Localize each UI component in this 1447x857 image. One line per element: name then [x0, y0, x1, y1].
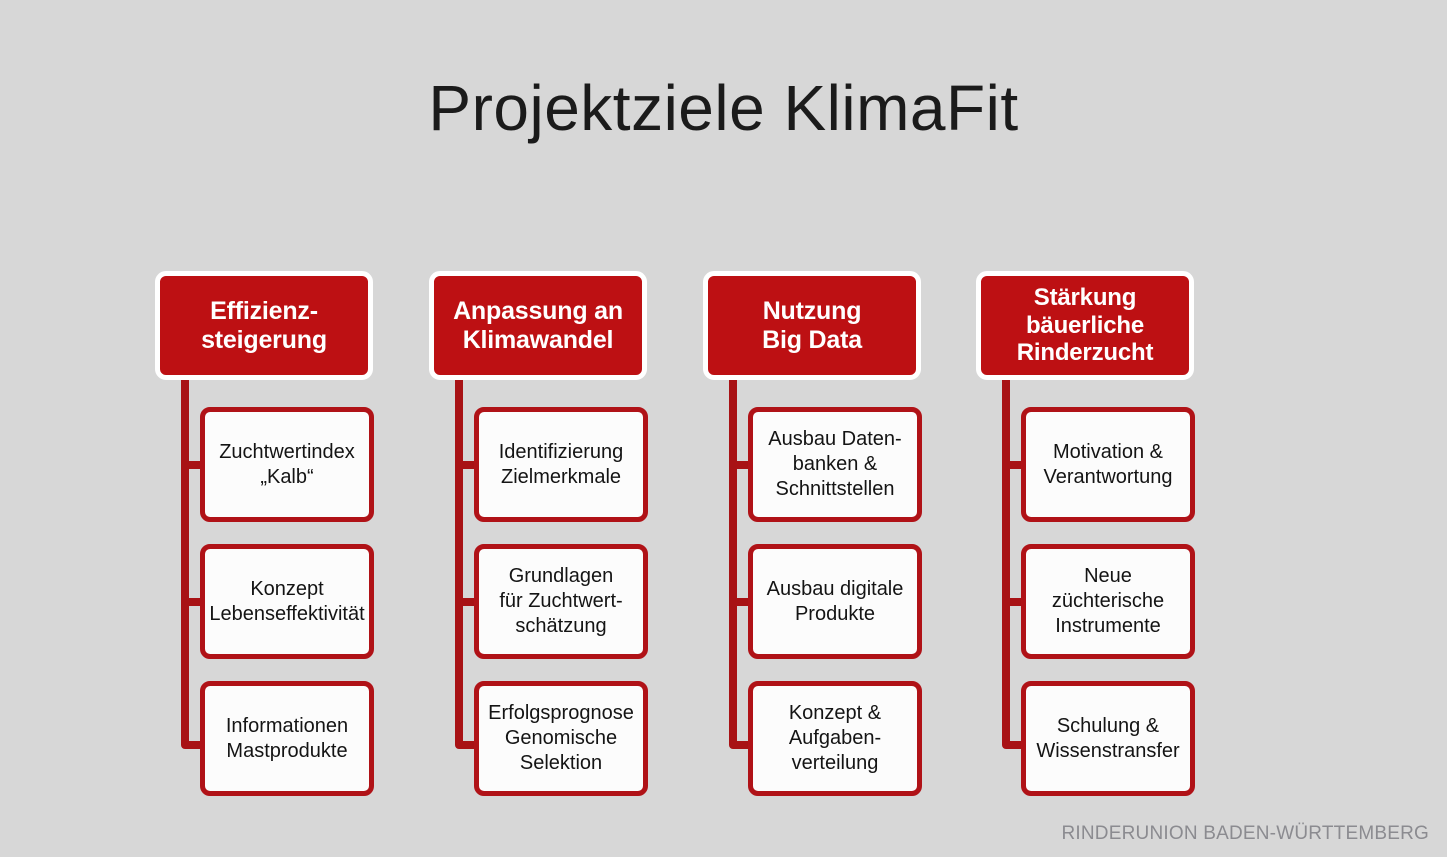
result-line-2: Wissenstransfer — [1036, 739, 1180, 762]
result-box-0-1[interactable]: Konzept Lebenseffektivität — [200, 544, 374, 659]
result-line-1: Ausbau digitale — [766, 577, 904, 600]
result-box-1-2[interactable]: Erfolgsprognose Genomische Selektion — [474, 681, 648, 796]
result-line-1: Ausbau Daten- — [768, 428, 902, 450]
result-box-2-2[interactable]: Konzept & Aufgaben- verteilung — [748, 681, 922, 796]
connector-trunk-3 — [1002, 380, 1010, 749]
result-text-0-0: Zuchtwertindex „Kalb“ — [219, 440, 355, 490]
goal-header-line-1: Stärkung — [1033, 283, 1137, 311]
goal-header-line-3: Rinderzucht — [1016, 339, 1154, 367]
result-line-1: Konzept — [250, 577, 324, 600]
result-box-0-0[interactable]: Zuchtwertindex „Kalb“ — [200, 407, 374, 522]
result-text-1-2: Erfolgsprognose Genomische Selektion — [488, 701, 634, 776]
goal-header-0[interactable]: Effizienz- steigerung — [155, 271, 373, 380]
connector-trunk-0 — [181, 380, 189, 749]
goal-column-0: Effizienz- steigerung Zuchtwertindex „Ka… — [140, 0, 420, 857]
connector-trunk-1 — [455, 380, 463, 749]
result-line-1: Schulung & — [1056, 714, 1160, 737]
result-line-2: Zielmerkmale — [500, 465, 622, 488]
goal-header-line-2: steigerung — [201, 325, 327, 354]
goal-header-2[interactable]: Nutzung Big Data — [703, 271, 921, 380]
goal-column-3: Stärkung bäuerliche Rinderzucht Motivati… — [961, 0, 1241, 857]
result-text-0-1: Konzept Lebenseffektivität — [209, 577, 364, 627]
result-line-2: banken & — [792, 453, 878, 475]
result-box-1-0[interactable]: Identifizierung Zielmerkmale — [474, 407, 648, 522]
result-box-3-0[interactable]: Motivation & Verantwortung — [1021, 407, 1195, 522]
result-line-1: Identifizierung — [498, 440, 624, 463]
result-line-1: Grundlagen — [508, 565, 614, 587]
goal-header-text-2: Nutzung Big Data — [762, 297, 862, 355]
result-line-2: Lebenseffektivität — [209, 602, 365, 625]
result-line-1: Zuchtwertindex — [219, 440, 355, 463]
goal-header-1[interactable]: Anpassung an Klimawandel — [429, 271, 647, 380]
result-line-3: Instrumente — [1055, 615, 1161, 637]
result-line-3: Selektion — [519, 752, 603, 774]
goal-header-line-2: Big Data — [762, 325, 862, 354]
result-text-2-0: Ausbau Daten- banken & Schnittstellen — [768, 427, 901, 502]
result-line-2: züchterische — [1051, 590, 1165, 612]
result-text-3-2: Schulung & Wissenstransfer — [1036, 714, 1179, 764]
goal-header-3[interactable]: Stärkung bäuerliche Rinderzucht — [976, 271, 1194, 380]
result-box-2-0[interactable]: Ausbau Daten- banken & Schnittstellen — [748, 407, 922, 522]
result-line-1: Erfolgsprognose — [488, 702, 634, 724]
result-line-3: schätzung — [515, 615, 607, 637]
result-line-2: Aufgaben- — [788, 727, 882, 749]
result-line-3: verteilung — [791, 752, 879, 774]
goal-header-line-2: bäuerliche — [1025, 311, 1145, 339]
goal-header-text-3: Stärkung bäuerliche Rinderzucht — [1016, 283, 1154, 367]
result-line-2: „Kalb“ — [260, 465, 314, 488]
goal-header-text-0: Effizienz- steigerung — [201, 297, 327, 355]
page-title: Projektziele KlimaFit — [428, 72, 1019, 144]
result-line-2: Produkte — [794, 602, 876, 625]
result-text-1-0: Identifizierung Zielmerkmale — [499, 440, 624, 490]
goal-header-line-1: Nutzung — [762, 296, 862, 325]
goal-column-2: Nutzung Big Data Ausbau Daten- banken & … — [688, 0, 968, 857]
result-line-1: Informationen — [225, 714, 349, 737]
result-line-2: Mastprodukte — [226, 739, 348, 762]
result-box-0-2[interactable]: Informationen Mastprodukte — [200, 681, 374, 796]
result-line-1: Konzept & — [788, 702, 882, 724]
result-text-2-1: Ausbau digitale Produkte — [767, 577, 904, 627]
organization-footer: RINDERUNION BADEN-WÜRTTEMBERG — [1061, 823, 1429, 844]
result-line-2: Verantwortung — [1043, 465, 1173, 488]
goal-header-text-1: Anpassung an Klimawandel — [453, 297, 623, 355]
result-box-2-1[interactable]: Ausbau digitale Produkte — [748, 544, 922, 659]
goal-header-line-1: Effizienz- — [210, 296, 318, 325]
result-line-1: Motivation & — [1052, 440, 1164, 463]
connector-trunk-2 — [729, 380, 737, 749]
result-box-1-1[interactable]: Grundlagen für Zuchtwert- schätzung — [474, 544, 648, 659]
result-text-3-1: Neue züchterische Instrumente — [1052, 564, 1164, 639]
result-line-1: Neue — [1084, 565, 1132, 587]
result-text-1-1: Grundlagen für Zuchtwert- schätzung — [499, 564, 622, 639]
result-text-3-0: Motivation & Verantwortung — [1044, 440, 1173, 490]
result-box-3-2[interactable]: Schulung & Wissenstransfer — [1021, 681, 1195, 796]
result-line-2: Genomische — [504, 727, 618, 749]
result-box-3-1[interactable]: Neue züchterische Instrumente — [1021, 544, 1195, 659]
result-line-3: Schnittstellen — [775, 478, 895, 500]
result-text-0-2: Informationen Mastprodukte — [226, 714, 348, 764]
goal-column-1: Anpassung an Klimawandel Identifizierung… — [414, 0, 694, 857]
result-text-2-2: Konzept & Aufgaben- verteilung — [789, 701, 881, 776]
goal-header-line-1: Anpassung an — [453, 296, 623, 325]
goal-header-line-2: Klimawandel — [462, 325, 614, 354]
result-line-2: für Zuchtwert- — [499, 590, 623, 612]
